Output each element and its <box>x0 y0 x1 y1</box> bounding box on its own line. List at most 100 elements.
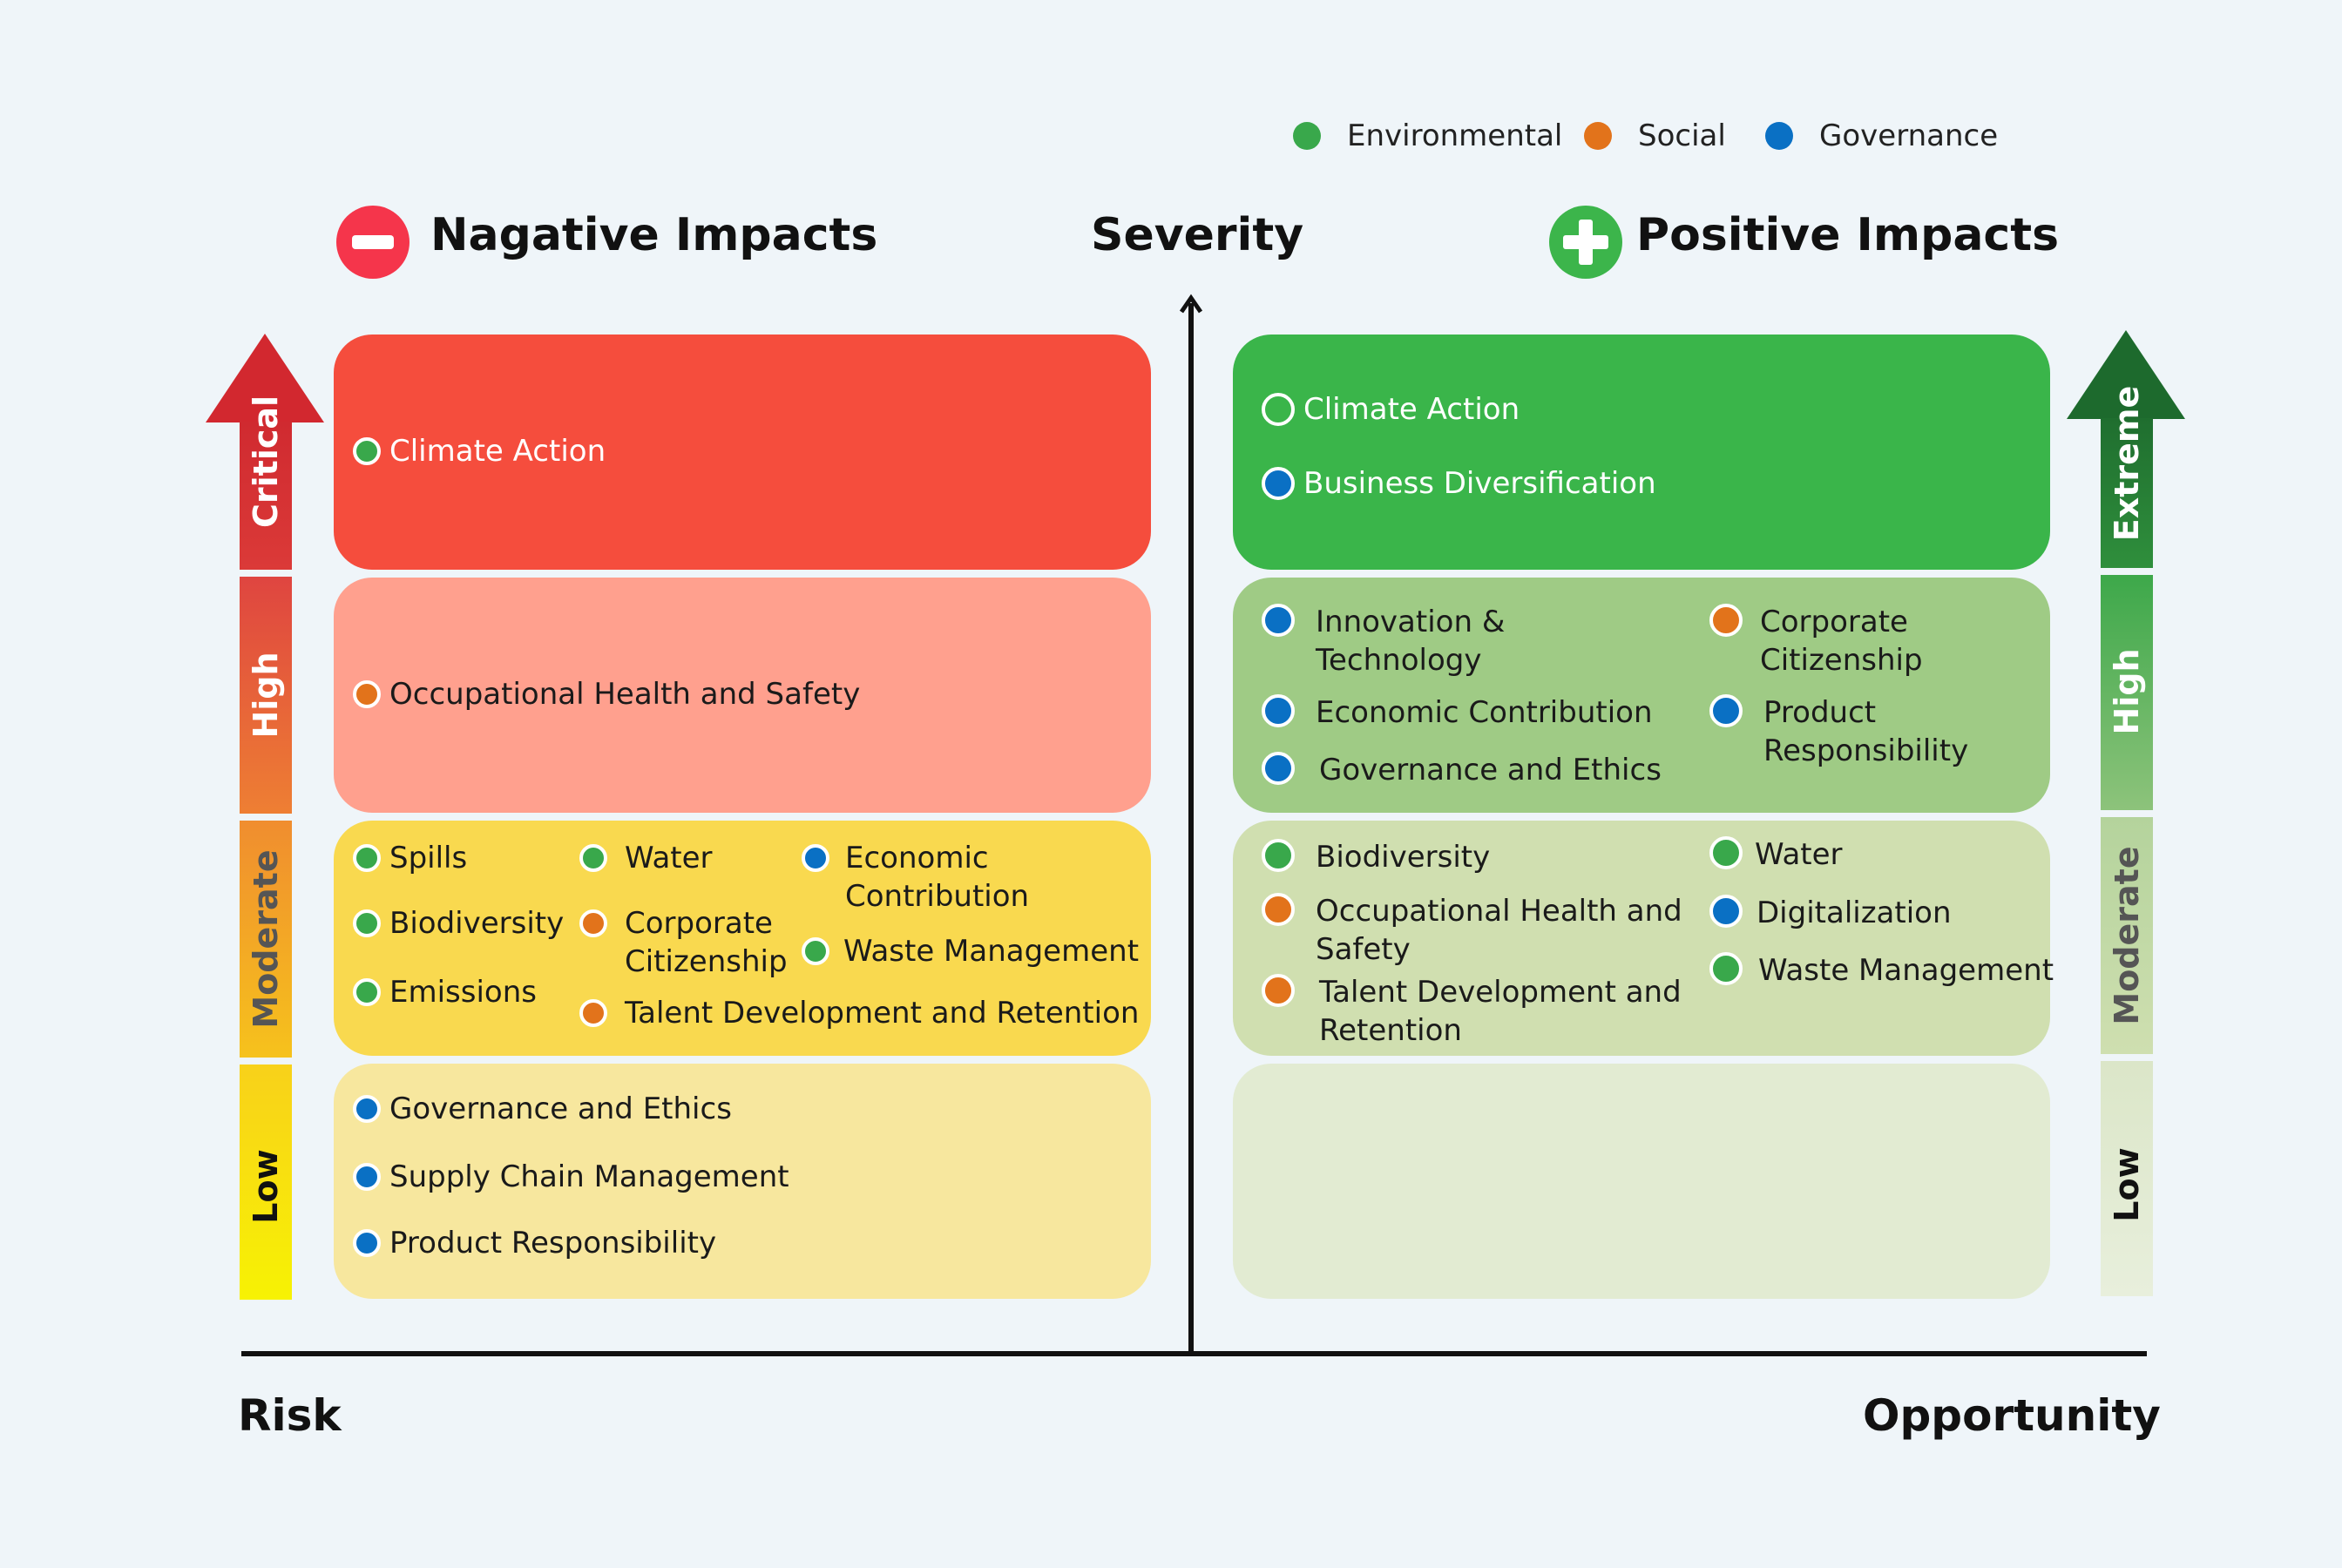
topic-item: Occupational Health and Safety <box>1262 892 1699 969</box>
topic-label: Product Responsibility <box>1763 695 1969 768</box>
social-dot-icon <box>1262 974 1295 1007</box>
negative-moderate-panel <box>334 821 1151 1056</box>
negative-high-panel <box>334 578 1151 813</box>
topic-item: Governance and Ethics <box>353 1090 732 1128</box>
legend-environmental: Environmental <box>1293 118 1562 153</box>
topic-label: Economic Contribution <box>845 841 1030 914</box>
topic-item: Economic Contribution <box>1262 693 1653 732</box>
environmental-dot-icon <box>1709 836 1743 869</box>
topic-label: Talent Development and Retention <box>625 996 1140 1031</box>
governance-dot-icon <box>1262 604 1295 637</box>
topic-item: Economic Contribution <box>802 839 1046 916</box>
arrow-up-icon <box>206 334 324 422</box>
environmental-dot-icon <box>1262 839 1295 872</box>
topic-item: Water <box>579 839 713 877</box>
social-dot-icon <box>1584 122 1612 150</box>
topic-label: Talent Development and Retention <box>1319 975 1682 1048</box>
governance-dot-icon <box>1765 122 1793 150</box>
environmental-dot-icon <box>353 844 381 872</box>
legend-label: Social <box>1638 118 1726 153</box>
opportunity-scale-extreme <box>2101 418 2153 568</box>
environmental-dot-icon <box>579 844 607 872</box>
topic-item: Supply Chain Management <box>353 1158 789 1196</box>
governance-dot-icon <box>1262 694 1295 727</box>
topic-label: Corporate Citizenship <box>625 906 788 979</box>
environmental-dot-icon <box>353 909 381 937</box>
negative-critical-panel <box>334 335 1151 570</box>
topic-label: Waste Management <box>1758 953 2054 988</box>
governance-dot-icon <box>353 1163 381 1191</box>
topic-item: Occupational Health and Safety <box>353 675 860 713</box>
topic-item: Corporate Citizenship <box>1709 603 1952 679</box>
severity-axis <box>1188 303 1194 1355</box>
social-dot-icon <box>1709 604 1743 637</box>
governance-dot-icon <box>1709 895 1743 928</box>
social-dot-icon <box>579 909 607 937</box>
opportunity-scale-moderate <box>2101 817 2153 1054</box>
risk-label-low: Low <box>247 1149 285 1224</box>
topic-item: Spills <box>353 839 467 877</box>
topic-label: Product Responsibility <box>389 1226 717 1260</box>
topic-item: Innovation & Technology <box>1262 603 1516 679</box>
legend-label: Governance <box>1819 118 1999 153</box>
social-dot-icon <box>1262 893 1295 926</box>
topic-label: Innovation & Technology <box>1316 605 1506 678</box>
positive-impacts-heading: Positive Impacts <box>1636 209 2060 261</box>
opportunity-scale-high <box>2101 575 2153 810</box>
legend-label: Environmental <box>1347 118 1563 153</box>
environmental-dot-icon <box>1262 393 1295 426</box>
opportunity-label-moderate: Moderate <box>2108 846 2146 1025</box>
topic-item: Digitalization <box>1709 894 1952 932</box>
governance-dot-icon <box>353 1229 381 1257</box>
risk-scale-high <box>240 577 292 814</box>
topic-label: Waste Management <box>843 934 1140 969</box>
opportunity-scale-arrow <box>2067 330 2185 424</box>
arrow-up-icon <box>2067 330 2185 419</box>
topic-label: Occupational Health and Safety <box>389 677 861 712</box>
risk-scale-critical <box>240 422 292 570</box>
topic-item: Product Responsibility <box>1709 693 1990 770</box>
environmental-dot-icon <box>353 978 381 1006</box>
topic-label: Emissions <box>389 975 537 1010</box>
topic-label: Water <box>1755 837 1843 872</box>
environmental-dot-icon <box>1709 952 1743 985</box>
topic-item: Biodiversity <box>1262 838 1490 876</box>
topic-label: Climate Action <box>1303 392 1520 427</box>
topic-item: Corporate Citizenship <box>579 904 799 981</box>
governance-dot-icon <box>1262 467 1295 500</box>
severity-heading: Severity <box>1091 209 1304 261</box>
topic-label: Economic Contribution <box>1316 695 1653 730</box>
opportunity-scale-low <box>2101 1061 2153 1296</box>
legend-governance: Governance <box>1765 118 1998 153</box>
topic-label: Biodiversity <box>389 906 565 941</box>
opportunity-axis-label: Opportunity <box>1863 1390 2161 1441</box>
topic-label: Supply Chain Management <box>389 1159 789 1194</box>
topic-item: Climate Action <box>1262 390 1520 429</box>
topic-label: Biodiversity <box>1316 840 1491 875</box>
topic-item: Business Diversification <box>1262 464 1656 503</box>
environmental-dot-icon <box>1293 122 1321 150</box>
topic-item: Waste Management <box>1709 951 2054 990</box>
positive-high-panel <box>1233 578 2050 813</box>
risk-scale-low <box>240 1064 292 1300</box>
risk-scale-moderate <box>240 821 292 1058</box>
positive-moderate-panel <box>1233 821 2050 1056</box>
risk-label-moderate: Moderate <box>247 849 285 1029</box>
topic-item: Climate Action <box>353 432 606 470</box>
positive-low-panel <box>1233 1064 2050 1299</box>
topic-item: Emissions <box>353 973 537 1011</box>
topic-label: Spills <box>389 841 468 875</box>
governance-dot-icon <box>1709 694 1743 727</box>
governance-dot-icon <box>802 844 829 872</box>
topic-item: Water <box>1709 835 1843 874</box>
arrow-up-icon <box>1179 293 1203 317</box>
topic-item: Biodiversity <box>353 904 564 943</box>
topic-label: Corporate Citizenship <box>1760 605 1923 678</box>
opportunity-label-low: Low <box>2108 1147 2146 1222</box>
risk-label-critical: Critical <box>247 395 285 529</box>
legend-social: Social <box>1584 118 1726 153</box>
governance-dot-icon <box>1262 752 1295 785</box>
positive-extreme-panel <box>1233 335 2050 570</box>
opportunity-label-extreme: Extreme <box>2108 385 2146 542</box>
topic-label: Governance and Ethics <box>389 1092 732 1126</box>
